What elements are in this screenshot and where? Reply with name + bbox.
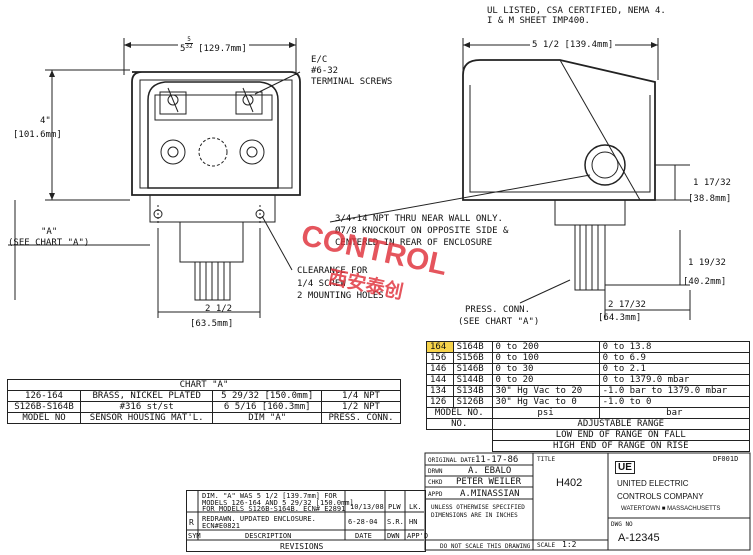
table-header-row: MODEL NO SENSOR HOUSING MAT'L. DIM "A" P…: [7, 412, 401, 424]
front-width-frac-den: 32: [185, 43, 193, 50]
listing-note: UL LISTED, CSA CERTIFIED, NEMA 4.: [487, 6, 666, 16]
column-header: NO.: [426, 418, 493, 430]
side-dim-2: 1 19/32: [688, 258, 726, 268]
revision-2-desc-line1: REDRAWN. UPDATED ENCLOSURE.: [202, 515, 316, 523]
checked-by: PETER WEILER: [456, 477, 522, 487]
chkd-label: CHKD: [428, 479, 443, 486]
scale-value: 1:2: [562, 540, 577, 549]
terminal-callout-line3: TERMINAL SCREWS: [311, 77, 393, 87]
table-row: 164 S164B 0 to 200 0 to 13.8: [426, 341, 751, 353]
table-row: 126 S126B 30" Hg Vac to 0 -1.0 to 0: [426, 396, 751, 408]
revision-2-sym: R: [189, 518, 194, 527]
front-width-mm: [129.7mm]: [198, 44, 247, 54]
side-width-dimension: 5 1/2 [139.4mm]: [530, 40, 616, 50]
front-height-dimension: 4": [40, 116, 51, 126]
approved-by: A.MINASSIAN: [460, 489, 520, 499]
bottom-dimension: 2 1/2: [205, 304, 233, 314]
front-height-mm: [101.6mm]: [13, 130, 62, 140]
company-name-line2: CONTROLS COMPANY: [617, 492, 704, 501]
column-header: PRESS. CONN.: [321, 412, 401, 424]
revision-2-desc-line2: ECN#E0821: [202, 522, 240, 530]
table-row: 144 S144B 0 to 20 0 to 1379.0 mbar: [426, 374, 751, 386]
revisions-header-description: DESCRIPTION: [245, 532, 292, 540]
scale-label: SCALE: [537, 542, 556, 549]
dim-a-label: "A": [41, 227, 58, 237]
revision-1-desc-line1: DIM. "A" WAS 5 1/2 [139.7mm] FOR: [202, 492, 337, 500]
revision-1-dwn: PLW: [388, 503, 401, 511]
drawing-number: A-12345: [618, 532, 660, 544]
do-not-scale-note: DO NOT SCALE THIS DRAWING: [440, 543, 531, 550]
side-dim-1: 1 17/32: [693, 178, 731, 188]
revision-1-desc-line2: MODELS 126-164 AND 5 29/32 [150.0mm]: [202, 499, 354, 507]
clearance-line1: CLEARANCE FOR: [297, 266, 368, 276]
revision-1-date: 10/13/08: [350, 503, 384, 511]
column-header: SENSOR HOUSING MAT'L.: [79, 412, 214, 424]
units-note-line1: UNLESS OTHERWISE SPECIFIED: [431, 504, 525, 511]
see-chart-a-label: (SEE CHART "A"): [8, 238, 90, 248]
company-name-line1: UNITED ELECTRIC: [617, 479, 689, 488]
bottom-dimension-mm: [63.5mm]: [190, 319, 234, 329]
revisions-header-sym: SYM: [188, 532, 201, 540]
revisions-title: REVISIONS: [280, 542, 324, 551]
original-date-label: ORIGINAL DATE: [428, 457, 475, 464]
title-label: TITLE: [537, 456, 556, 463]
npt-note-line2: Ø7/8 KNOCKOUT ON OPPOSITE SIDE &: [335, 226, 509, 236]
dwg-no-label: DWG NO: [611, 521, 633, 528]
chart-a-table: CHART "A" 126-164 BRASS, NICKEL PLATED 5…: [7, 379, 401, 424]
original-date: 11-17-86: [475, 455, 519, 465]
table-note-row: HIGH END OF RANGE ON RISE: [427, 440, 751, 452]
press-conn-label: PRESS. CONN.: [465, 305, 531, 315]
front-width-whole: 5: [180, 44, 186, 54]
range-table: 164 S164B 0 to 200 0 to 13.8 156 S156B 0…: [426, 341, 751, 452]
npt-note-line1: 3/4-14 NPT THRU NEAR WALL ONLY.: [335, 214, 503, 224]
revision-1-appd: LK.: [409, 503, 422, 511]
revision-2-appd: HN: [409, 518, 418, 526]
revision-2-dwn: S.R.: [387, 518, 404, 526]
terminal-callout-line2: #6-32: [311, 66, 339, 76]
revisions-header-appd: APP'D: [407, 532, 429, 540]
file-code: DF001D: [713, 455, 739, 463]
revisions-header-dwn: DWN: [387, 532, 400, 540]
drwn-label: DRWN: [428, 468, 443, 475]
revisions-header-date: DATE: [355, 532, 372, 540]
front-width-frac-num: 5: [185, 36, 193, 44]
terminal-callout-line1: E/C: [311, 55, 328, 65]
revision-2-date: 6-28-04: [348, 518, 378, 526]
side-dim-1-mm: [38.8mm]: [688, 194, 732, 204]
company-logo: UE: [615, 461, 635, 474]
front-width-dimension: 5 5 32 [129.7mm]: [178, 36, 249, 54]
side-dim-3: 2 17/32: [608, 300, 646, 310]
revision-1-desc-line3: FOR MODELS S126B-S164B. ECN# E2891: [202, 505, 346, 513]
clearance-line2: 1/4 SCREW: [297, 279, 346, 289]
drawing-title: H402: [556, 477, 583, 489]
company-address: WATERTOWN ■ MASSACHUSETTS: [621, 506, 721, 512]
clearance-line3: 2 MOUNTING HOLES: [297, 291, 384, 301]
appd-label: APPD: [428, 491, 443, 498]
npt-note-line3: CENTERED IN REAR OF ENCLOSURE: [335, 238, 493, 248]
im-sheet-note: I & M SHEET IMP400.: [487, 16, 590, 26]
side-dim-3-mm: [64.3mm]: [598, 313, 642, 323]
table-note: HIGH END OF RANGE ON RISE: [491, 440, 751, 452]
units-note-line2: DIMENSIONS ARE IN INCHES: [431, 512, 518, 519]
table-row: 126-164 BRASS, NICKEL PLATED 5 29/32 [15…: [7, 390, 401, 402]
side-dim-2-mm: [40.2mm]: [683, 277, 727, 287]
press-conn-see-chart: (SEE CHART "A"): [458, 317, 540, 327]
drawn-by: A. EBALO: [468, 466, 512, 476]
